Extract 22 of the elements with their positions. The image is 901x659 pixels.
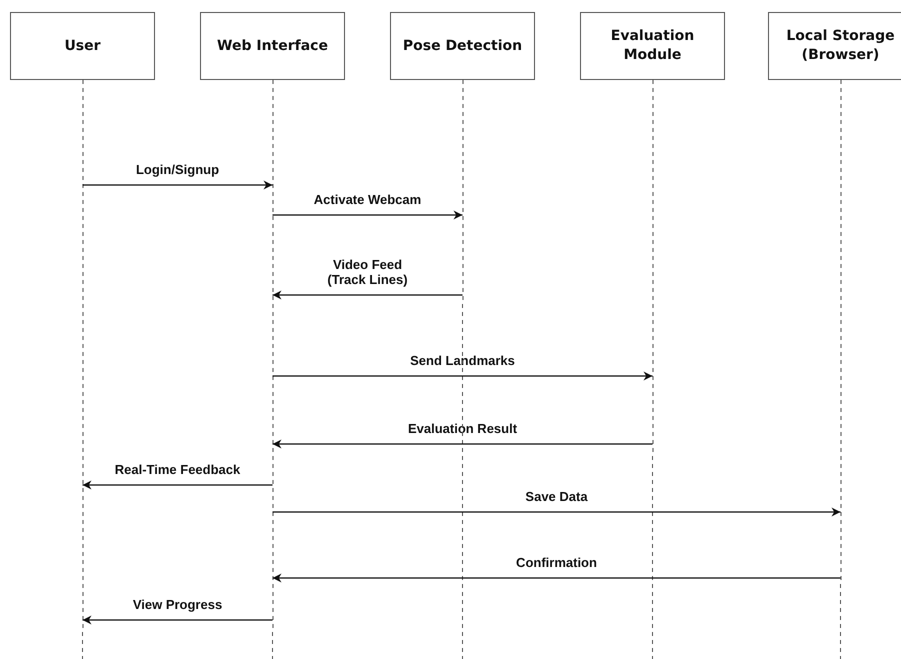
message-arrow xyxy=(82,480,272,490)
message-label: View Progress xyxy=(130,597,224,612)
participant-box: Local Storage (Browser) xyxy=(768,12,901,80)
message-arrow xyxy=(272,290,462,300)
participant-box: Web Interface xyxy=(200,12,345,80)
participant-box: Pose Detection xyxy=(390,12,535,80)
message-arrow xyxy=(272,574,840,582)
message-label: Activate Webcam xyxy=(312,192,424,207)
message-label: Login/Signup xyxy=(134,162,222,177)
participant-box: User xyxy=(10,12,155,80)
message-arrow xyxy=(272,372,652,380)
message-label: Confirmation xyxy=(514,555,599,570)
message-arrow xyxy=(272,440,652,448)
message-label: Send Landmarks xyxy=(408,353,517,368)
message-label: Save Data xyxy=(523,489,590,504)
message-arrow xyxy=(82,616,272,624)
message-label: Evaluation Result xyxy=(406,421,520,436)
participant-box: Evaluation Module xyxy=(580,12,725,80)
message-arrow xyxy=(272,508,840,516)
message-label: Real-Time Feedback xyxy=(112,462,242,477)
message-arrow xyxy=(82,180,272,190)
message-arrow xyxy=(272,210,462,220)
